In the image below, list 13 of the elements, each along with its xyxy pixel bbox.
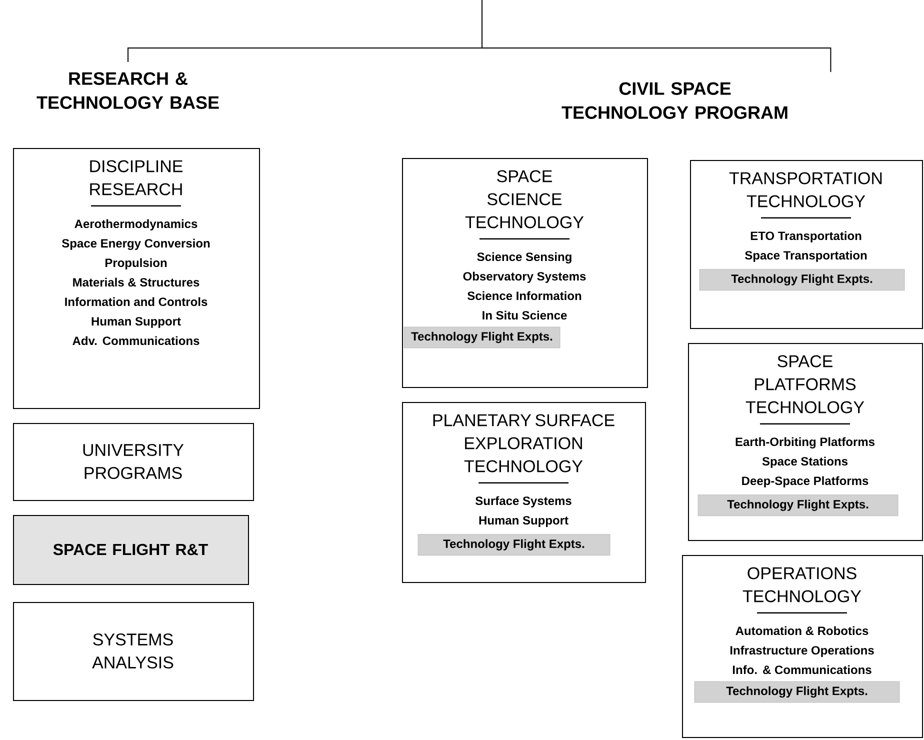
shaded-band: Technology Flight Expts. [698, 494, 898, 516]
heading-text: RESEARCH & TECHNOLOGY BASE [36, 72, 219, 109]
category-box: UNIVERSITY PROGRAMS [13, 423, 254, 501]
shaded-band: Technology Flight Expts. [404, 326, 560, 348]
category-box: SPACE FLIGHT R&T [13, 515, 249, 585]
shaded-band: Technology Flight Expts. [699, 269, 905, 291]
shaded-band: Technology Flight Expts. [418, 534, 610, 556]
connector-line [128, 48, 482, 62]
shaded-band: Technology Flight Expts. [694, 681, 900, 703]
category-box: DISCIPLINE RESEARCH Aerothermodynamics Space Energy Conversion Propulsion Materials & Structures Information and Controls Human Support Adv. Communications [13, 148, 260, 409]
connector-line [482, 48, 832, 72]
heading-text: CIVIL SPACE TECHNOLOGY PROGRAM [562, 82, 788, 119]
category-box: SYSTEMS ANALYSIS [13, 602, 254, 701]
